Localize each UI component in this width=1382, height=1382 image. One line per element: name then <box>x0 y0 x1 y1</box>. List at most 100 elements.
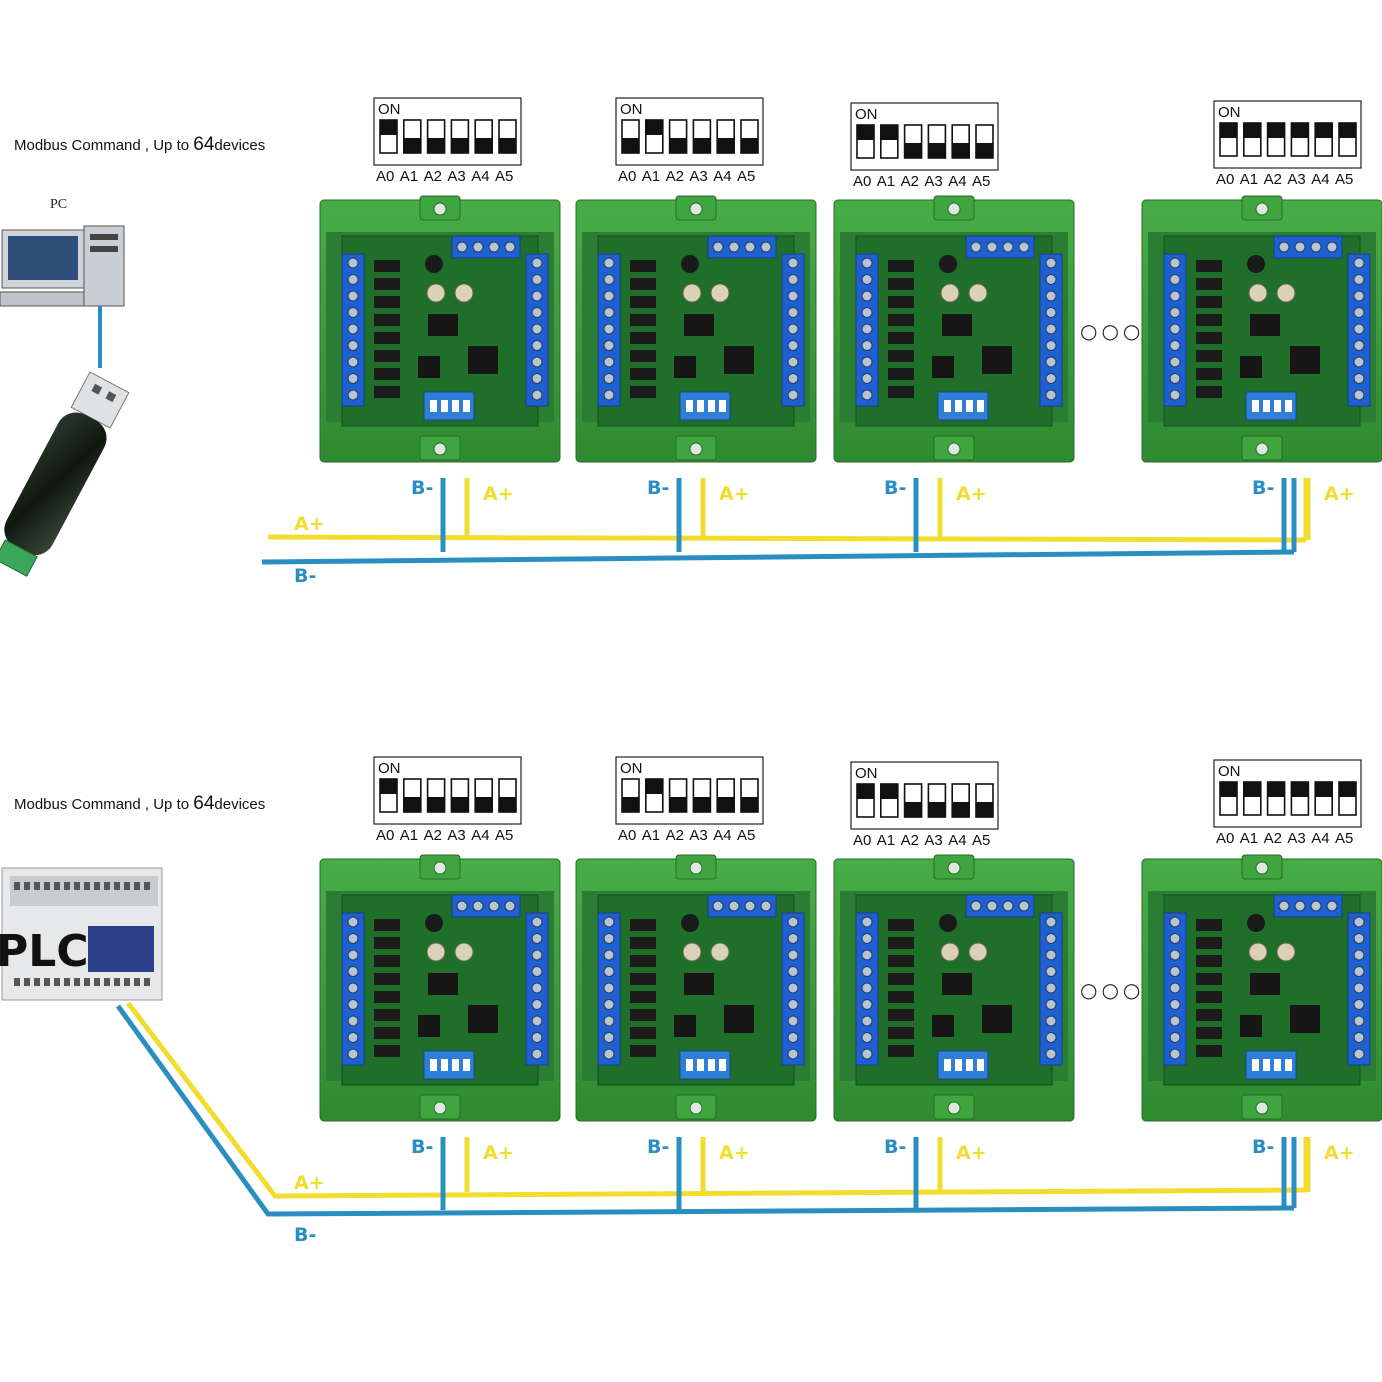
switch-address-label: A3 <box>924 832 942 849</box>
a-plus-bus-line <box>126 1001 1307 1199</box>
terminal-screw <box>531 982 543 994</box>
terminal-screw <box>472 241 484 253</box>
switch-lever <box>499 797 516 812</box>
terminal-screw <box>861 356 873 368</box>
terminal-screw <box>347 257 359 269</box>
switch-lever <box>1243 123 1261 138</box>
switch-address-label: A0 <box>618 168 636 185</box>
ic-chip <box>982 346 1012 374</box>
terminal-screw <box>1294 241 1306 253</box>
optocoupler-chip <box>374 332 400 344</box>
dip-on-label: ON <box>620 760 643 777</box>
plc-terminal <box>144 978 150 986</box>
terminal-screw <box>1169 340 1181 351</box>
dip-switch-position <box>927 124 947 159</box>
optocoupler-chip <box>888 314 914 326</box>
switch-lever <box>1267 123 1285 138</box>
terminal-screw <box>347 1048 359 1060</box>
optocoupler-chip <box>888 332 914 344</box>
terminal-screw <box>861 340 873 351</box>
terminal-screw <box>531 1048 543 1060</box>
switch-lever <box>1291 123 1309 138</box>
dip-switch-position <box>379 778 398 813</box>
terminal-screw <box>787 916 799 928</box>
terminal-screw <box>347 1015 359 1027</box>
a-plus-label: A+ <box>1324 483 1355 505</box>
a-plus-label: A+ <box>956 483 987 505</box>
dip-on-label: ON <box>855 106 878 123</box>
onboard-dip-lever <box>1274 400 1281 412</box>
dip-switch-position <box>716 119 736 154</box>
optocoupler-chip <box>374 937 400 949</box>
capacitor <box>454 283 474 303</box>
ic-chip <box>418 356 440 378</box>
optocoupler-chip <box>1196 260 1222 272</box>
dip-switch-position <box>402 119 422 154</box>
terminal-screw <box>603 290 615 302</box>
terminal-screw <box>472 900 484 912</box>
ic-chip <box>1250 314 1280 336</box>
optocoupler-chip <box>1196 278 1222 290</box>
optocoupler-chip <box>374 1027 400 1039</box>
optocoupler-chip <box>888 919 914 931</box>
terminal-screw <box>861 916 873 928</box>
onboard-dip-lever <box>430 1059 437 1071</box>
terminal-screw <box>347 966 359 977</box>
capacitor <box>426 942 446 962</box>
switch-address-label: A5 <box>972 173 990 190</box>
terminal-screw <box>1169 257 1181 269</box>
ic-chip <box>428 314 458 336</box>
terminal-screw <box>1278 241 1290 253</box>
terminal-screw <box>347 916 359 928</box>
mount-hole <box>433 202 447 216</box>
terminal-screw <box>861 274 873 285</box>
onboard-dip-lever <box>1252 400 1259 412</box>
terminal-screw <box>1002 900 1014 912</box>
plc-terminal <box>24 882 30 890</box>
plc-terminal <box>94 978 100 986</box>
dip-switch-position <box>379 119 398 154</box>
dip-switch-position <box>426 119 446 154</box>
mount-hole <box>1255 202 1269 216</box>
optocoupler-chip <box>888 1009 914 1021</box>
terminal-screw <box>531 274 543 285</box>
optocoupler-chip <box>630 350 656 362</box>
dip-switch-position <box>668 778 688 813</box>
plc-terminal <box>24 978 30 986</box>
terminal-screw <box>603 323 615 335</box>
terminal-screw <box>531 290 543 302</box>
terminal-screw <box>1169 966 1181 977</box>
terminal-screw <box>1278 900 1290 912</box>
terminal-block-top <box>965 235 1035 259</box>
dip-switch-position <box>1314 122 1333 157</box>
terminal-screw <box>603 916 615 928</box>
switch-address-label: A2 <box>666 168 684 185</box>
switch-address-label: A4 <box>1311 171 1329 188</box>
dip-switch-position <box>692 778 712 813</box>
onboard-dip-lever <box>452 400 459 412</box>
a-plus-bus-line <box>267 534 1307 543</box>
plc-terminal <box>124 882 130 890</box>
terminal-screw <box>603 1032 615 1043</box>
switch-lever <box>669 797 687 812</box>
dip-switch-position <box>975 124 994 159</box>
terminal-block-top <box>965 894 1035 918</box>
terminal-screw <box>1326 241 1338 253</box>
ic-chip <box>1290 346 1320 374</box>
switch-address-label: A5 <box>737 168 755 185</box>
terminal-screw <box>1353 340 1365 351</box>
regulator <box>681 255 699 273</box>
switch-lever <box>1243 782 1261 797</box>
onboard-dip-lever <box>708 400 715 412</box>
ic-chip <box>932 356 954 378</box>
switch-lever <box>857 784 874 799</box>
ic-chip <box>674 356 696 378</box>
terminal-screw <box>787 257 799 269</box>
dip-switch-position <box>474 119 494 154</box>
terminal-screw <box>1169 1048 1181 1060</box>
terminal-screw <box>787 373 799 384</box>
